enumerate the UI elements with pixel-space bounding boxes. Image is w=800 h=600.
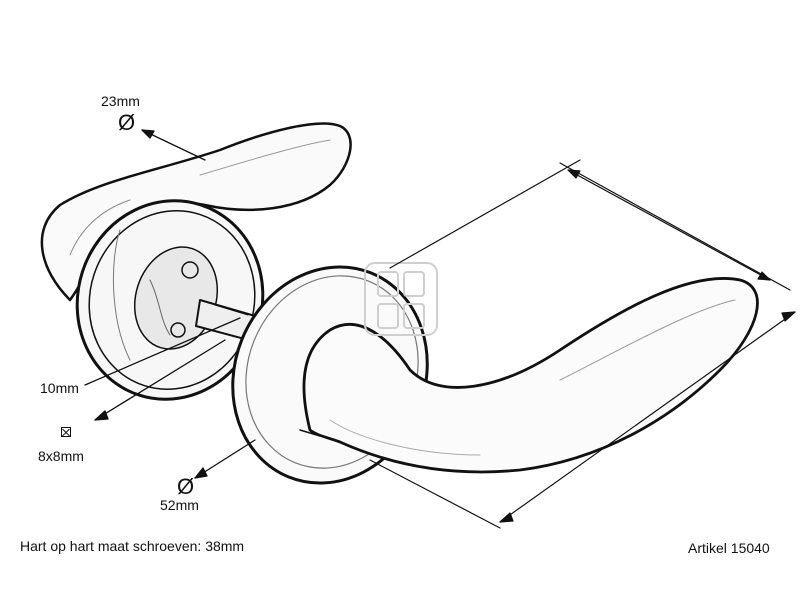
watermark-logo xyxy=(364,262,438,336)
label-23mm: 23mm xyxy=(101,93,140,109)
diameter-symbol-top: Ø xyxy=(118,110,136,135)
diameter-symbol-bottom: Ø xyxy=(177,474,195,499)
dimension-pointer-52mm xyxy=(194,439,256,479)
back-rosette xyxy=(75,199,265,401)
square-spindle-icon xyxy=(61,427,71,437)
front-lever-handle xyxy=(302,277,759,474)
handle-length-dimension xyxy=(369,159,796,529)
label-52mm: 52mm xyxy=(160,497,199,513)
article-number: Artikel 15040 xyxy=(688,540,770,556)
dimension-pointer-10mm xyxy=(84,317,241,421)
screw-spacing-note: Hart op hart maat schroeven: 38mm xyxy=(20,538,245,554)
label-10mm: 10mm xyxy=(40,380,79,396)
label-8x8mm: 8x8mm xyxy=(38,448,84,464)
dimension-pointer-23mm xyxy=(141,129,206,161)
